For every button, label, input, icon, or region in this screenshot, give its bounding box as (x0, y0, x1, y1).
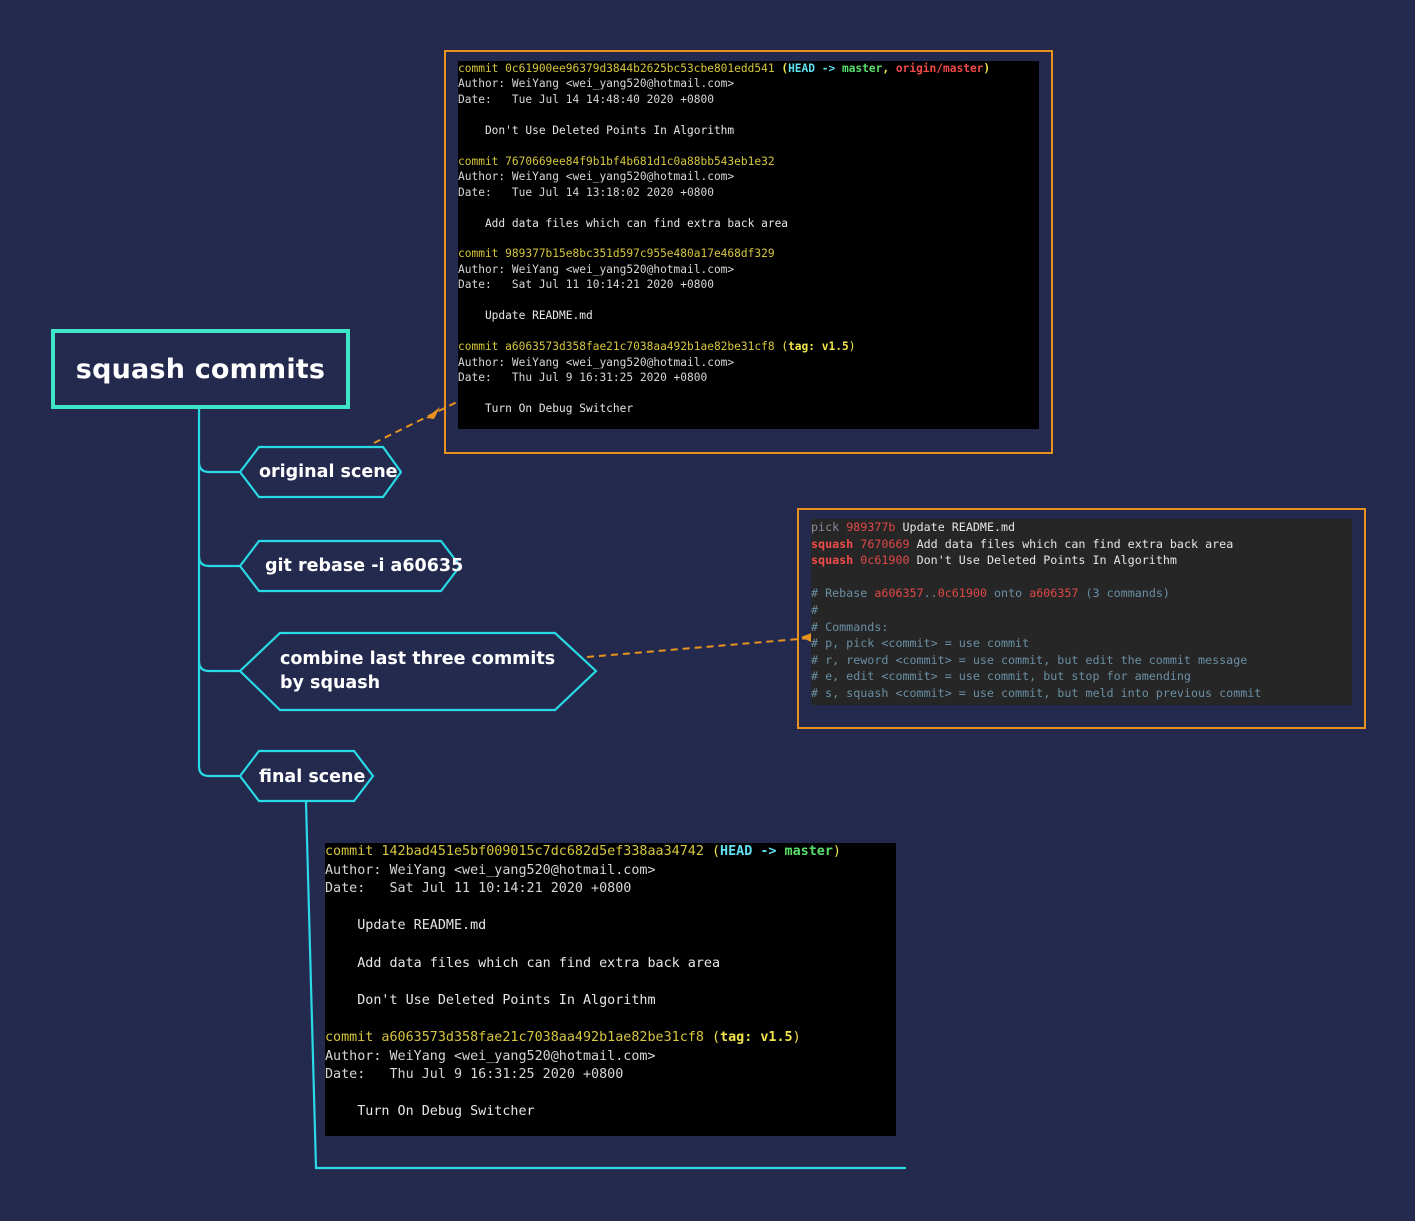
node-shape-original-scene (238, 445, 403, 499)
node-git-rebase[interactable]: git rebase -i a60635 (265, 556, 464, 576)
comment-line: # r, reword <commit> = use commit, but e… (811, 652, 1248, 667)
node-shape-combine (238, 631, 598, 712)
node-final-scene[interactable]: final scene (259, 767, 366, 787)
log-line: commit a6063573d358fae21c7038aa492b1ae82… (325, 1029, 801, 1045)
root-label: squash commits (75, 353, 326, 385)
log-date: Date: Sat Jul 11 10:14:21 2020 +0800 (325, 881, 632, 897)
log-message: Add data files which can find extra back… (458, 216, 789, 230)
log-commit: commit 7670669ee84f9b1bf4b681d1c0a88bb54… (458, 154, 775, 168)
log-message: Update README.md (325, 918, 487, 934)
branch-line-original-scene (197, 461, 240, 474)
log-author: Author: WeiYang <wei_yang520@hotmail.com… (458, 262, 735, 276)
final-git-log: commit 142bad451e5bf009015c7dc682d5ef338… (325, 843, 896, 1136)
log-line: commit a6063573d358fae21c7038aa492b1ae82… (458, 340, 856, 354)
original-scene-callout-frame (444, 50, 1053, 454)
callout-line-original (373, 398, 464, 444)
branch-line-git-rebase (197, 555, 240, 568)
log-author: Author: WeiYang <wei_yang520@hotmail.com… (458, 355, 735, 369)
comment-line: # s, squash <commit> = use commit, but m… (811, 685, 1262, 700)
todo-line: squash 7670669 Add data files which can … (811, 536, 1234, 551)
rebase-summary-line: # Rebase a606357..0c61900 onto a606357 (… (811, 586, 1170, 601)
log-line: commit 0c61900ee96379d3844b2625bc53cbe80… (458, 62, 991, 75)
arrowhead-original (426, 407, 440, 419)
rebase-editor-callout-frame (797, 508, 1366, 729)
branch-line-combine (197, 660, 240, 673)
root-node[interactable]: squash commits (51, 329, 350, 409)
node-combine-commits[interactable]: combine last three commits by squash (280, 649, 556, 693)
node-shape-git-rebase (238, 539, 462, 593)
log-message: Don't Use Deleted Points In Algorithm (458, 123, 735, 137)
todo-line: squash 0c61900 Don't Use Deleted Points … (811, 553, 1177, 568)
log-message: Don't Use Deleted Points In Algorithm (325, 992, 656, 1008)
original-git-log: commit 0c61900ee96379d3844b2625bc53cbe80… (458, 61, 1039, 429)
log-author: Author: WeiYang <wei_yang520@hotmail.com… (325, 1048, 656, 1064)
node-shape-final-scene (238, 749, 375, 803)
trunk-line (197, 405, 240, 778)
comment-line: # p, pick <commit> = use commit (811, 636, 1030, 651)
log-date: Date: Sat Jul 11 10:14:21 2020 +0800 (458, 278, 714, 292)
log-message: Update README.md (458, 309, 593, 323)
log-line: commit 142bad451e5bf009015c7dc682d5ef338… (325, 844, 841, 859)
log-message: Turn On Debug Switcher (325, 1104, 535, 1120)
log-commit: commit 989377b15e8bc351d597c955e480a17e4… (458, 247, 775, 261)
comment-line: # Commands: (811, 619, 889, 634)
todo-line: pick 989377b Update README.md (811, 520, 1016, 534)
log-message: Turn On Debug Switcher (458, 401, 634, 415)
log-message: Add data files which can find extra back… (325, 955, 721, 971)
log-date: Date: Tue Jul 14 14:48:40 2020 +0800 (458, 92, 714, 106)
log-date: Date: Thu Jul 9 16:31:25 2020 +0800 (458, 371, 708, 385)
node-original-scene[interactable]: original scene (259, 462, 398, 482)
log-date: Date: Tue Jul 14 13:18:02 2020 +0800 (458, 185, 714, 199)
arrowhead-rebase (801, 632, 814, 643)
log-author: Author: WeiYang <wei_yang520@hotmail.com… (458, 77, 735, 91)
log-author: Author: WeiYang <wei_yang520@hotmail.com… (325, 862, 656, 878)
comment-line: # (811, 602, 819, 617)
log-date: Date: Thu Jul 9 16:31:25 2020 +0800 (325, 1067, 624, 1083)
rebase-todo-editor: pick 989377b Update README.md squash 767… (811, 519, 1352, 705)
log-author: Author: WeiYang <wei_yang520@hotmail.com… (458, 170, 735, 184)
callout-line-rebase (586, 633, 859, 658)
comment-line: # e, edit <commit> = use commit, but sto… (811, 669, 1191, 684)
final-scene-underline (304, 801, 906, 1170)
